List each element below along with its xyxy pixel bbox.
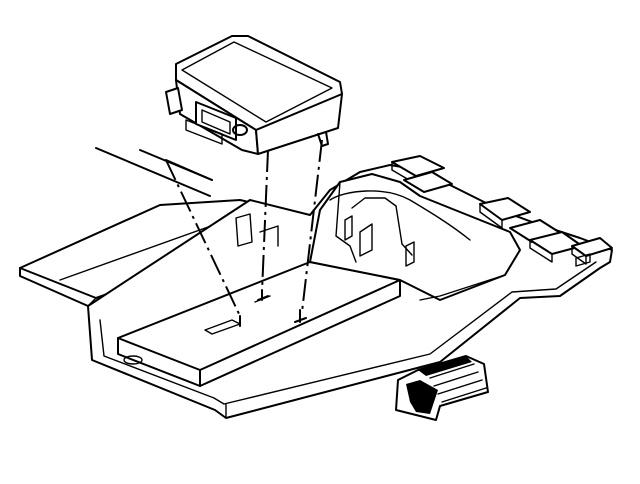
alignment-leader-lines [95,139,323,317]
control-module [165,35,343,155]
floor-console-pan [19,155,613,419]
front-direction-arrow [395,355,489,421]
rear-clips [391,155,613,267]
module-side [255,93,343,155]
mounting-studs [239,289,307,327]
tunnel-hump [309,173,521,301]
